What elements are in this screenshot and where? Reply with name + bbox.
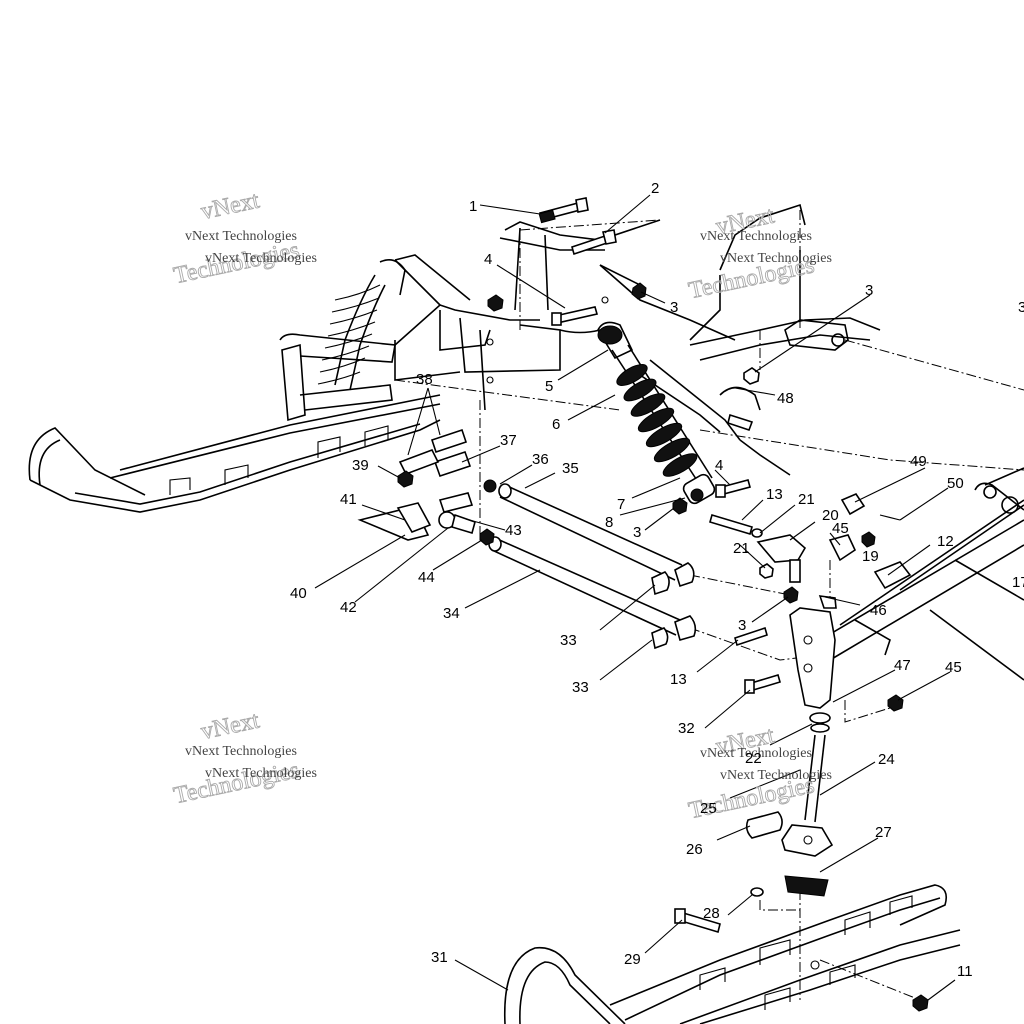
radius-rod-lower <box>488 536 697 641</box>
callout-4: 4 <box>715 457 723 474</box>
callout-47: 47 <box>894 657 911 674</box>
watermark-text-2: vNext Technologies <box>205 251 317 266</box>
callout-37: 37 <box>500 432 517 449</box>
callout-26: 26 <box>686 841 703 858</box>
callout-20: 20 <box>822 507 839 524</box>
callout-8: 8 <box>605 514 613 531</box>
callout-3: 3 <box>670 299 678 316</box>
callout-33: 33 <box>572 679 589 696</box>
callout-25: 25 <box>700 800 717 817</box>
callout-33: 33 <box>560 632 577 649</box>
callout-49: 49 <box>910 453 927 470</box>
callout-21: 21 <box>798 491 815 508</box>
callout-48: 48 <box>777 390 794 407</box>
watermark-text-4: vNext Technologies <box>720 251 832 266</box>
callout-21: 21 <box>733 540 750 557</box>
callout-17: 17 <box>1012 574 1024 591</box>
leader-lines <box>314 194 956 1001</box>
frame-rail-right <box>819 467 1024 681</box>
callout-24: 24 <box>878 751 895 768</box>
callout-12: 12 <box>937 533 954 550</box>
callout-13: 13 <box>670 671 687 688</box>
callout-13: 13 <box>766 486 783 503</box>
callout-45: 45 <box>945 659 962 676</box>
svg-text:vNext: vNext <box>199 707 262 745</box>
callout-28: 28 <box>703 905 720 922</box>
watermark-text-1: vNext Technologies <box>185 229 297 244</box>
watermark-text-8: vNext Technologies <box>720 768 832 783</box>
callout-42: 42 <box>340 599 357 616</box>
svg-text:vNext: vNext <box>199 187 262 225</box>
callout-38: 38 <box>416 371 433 388</box>
hardware <box>357 197 929 1012</box>
watermark-text-5: vNext Technologies <box>185 744 297 759</box>
callout-6: 6 <box>552 416 560 433</box>
callout-32: 32 <box>678 720 695 737</box>
spindle-right <box>781 595 837 857</box>
bulkhead-frame <box>394 203 881 476</box>
callout-41: 41 <box>340 491 357 508</box>
watermark-text-7: vNext Technologies <box>700 746 812 761</box>
callout-29: 29 <box>624 951 641 968</box>
callout-39: 39 <box>352 457 369 474</box>
watermark-text-6: vNext Technologies <box>205 766 317 781</box>
callout-4: 4 <box>484 251 492 268</box>
radius-rod-upper <box>498 483 695 588</box>
callout-22: 22 <box>745 750 762 767</box>
callout-2: 2 <box>651 180 659 197</box>
ski-saddle <box>784 875 829 897</box>
callout-3: 3 <box>738 617 746 634</box>
shock-absorber <box>597 321 716 505</box>
callout-43: 43 <box>505 522 522 539</box>
watermark-text-3: vNext Technologies <box>700 229 812 244</box>
callout-3: 3 <box>865 282 873 299</box>
callout-44: 44 <box>418 569 435 586</box>
callout-3: 3 <box>1018 299 1024 316</box>
callout-35: 35 <box>562 460 579 477</box>
callout-3: 3 <box>633 524 641 541</box>
callout-27: 27 <box>875 824 892 841</box>
left-ski <box>28 394 441 513</box>
callout-31: 31 <box>431 949 448 966</box>
callout-5: 5 <box>545 378 553 395</box>
callout-50: 50 <box>947 475 964 492</box>
left-spindle-assembly <box>279 259 406 422</box>
callout-34: 34 <box>443 605 460 622</box>
callout-45: 45 <box>832 520 849 537</box>
callout-1: 1 <box>469 198 477 215</box>
callout-40: 40 <box>290 585 307 602</box>
part-callouts: 1 2 3 3 3 3 3 4 4 5 6 7 8 11 12 13 13 17… <box>290 180 1024 980</box>
callout-36: 36 <box>532 451 549 468</box>
callout-11: 11 <box>957 963 973 980</box>
callout-46: 46 <box>870 602 887 619</box>
callout-7: 7 <box>617 496 625 513</box>
callout-19: 19 <box>862 548 879 565</box>
right-ski <box>503 884 961 1024</box>
